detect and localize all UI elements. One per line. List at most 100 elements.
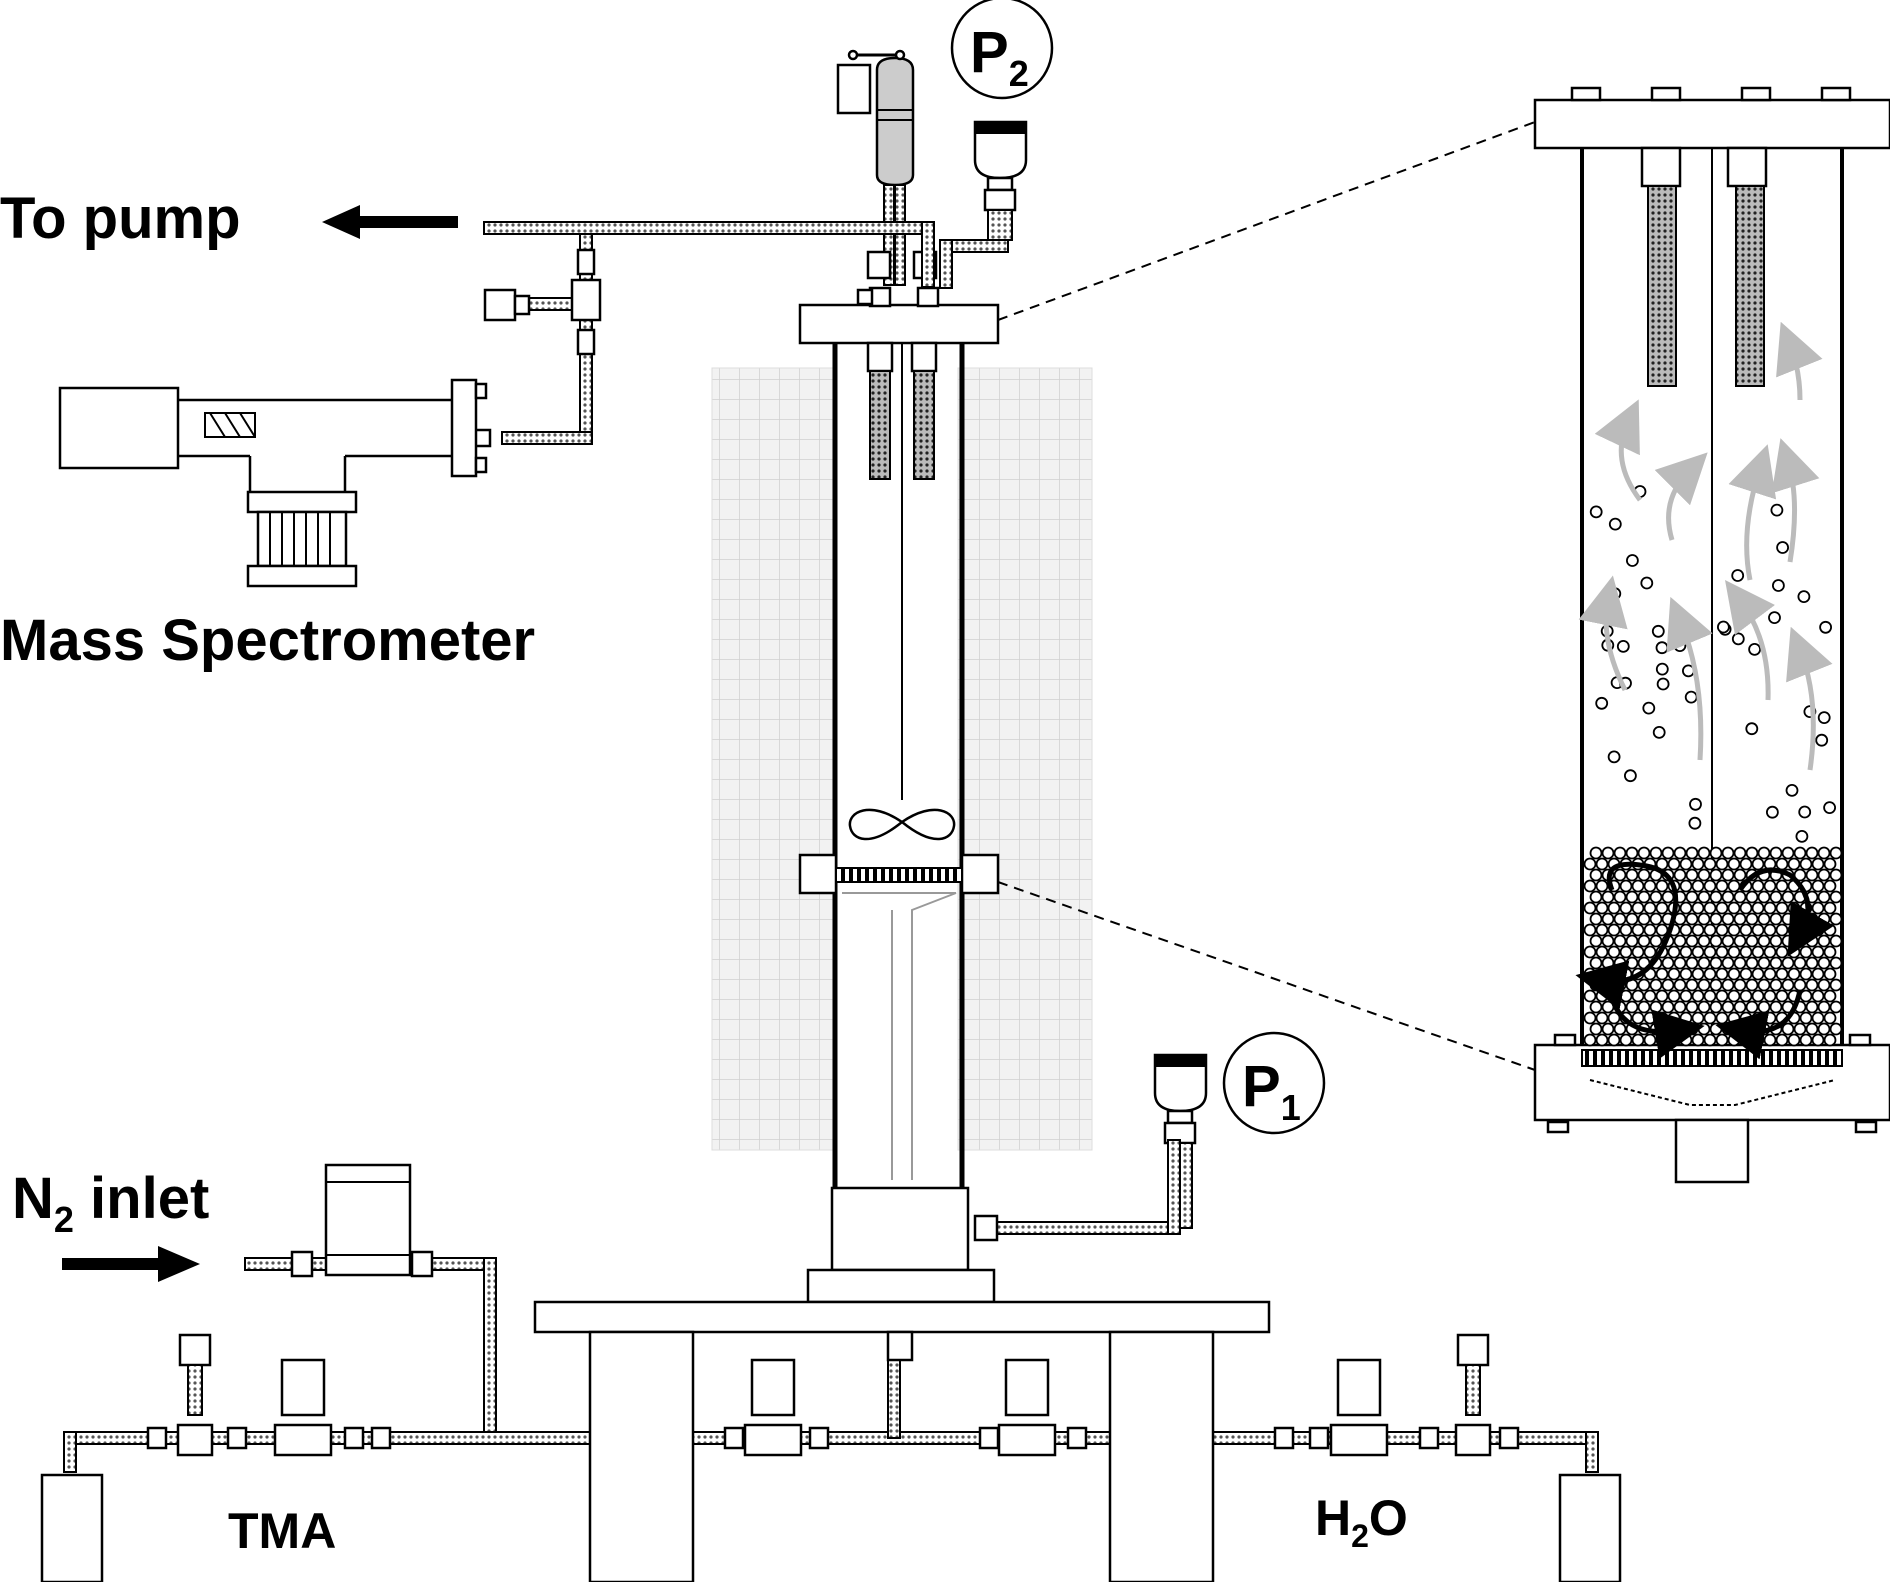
particle [1651, 624, 1665, 638]
particle [1805, 868, 1819, 882]
particle [1595, 923, 1609, 937]
p2-pressure-gauge-icon [973, 120, 1028, 241]
particle [1721, 978, 1735, 992]
particle [1817, 978, 1831, 992]
particle [1595, 989, 1609, 1003]
p1-gauge-label: P1 [1222, 1031, 1326, 1135]
particle [1601, 956, 1615, 970]
particle [1733, 956, 1747, 970]
n2-inlet-sub: 2 [54, 1199, 74, 1240]
particle [1613, 890, 1627, 904]
particle [1763, 1011, 1777, 1025]
particle [1787, 967, 1801, 981]
zoom-line-top [997, 121, 1536, 321]
particle [1616, 640, 1630, 653]
particle [1745, 846, 1759, 860]
particle [1655, 989, 1669, 1003]
particle [1673, 1000, 1687, 1014]
particle [1775, 923, 1789, 937]
particle [1799, 857, 1813, 871]
particle [1829, 890, 1843, 904]
particle [1727, 879, 1741, 893]
particle [1757, 846, 1771, 860]
particle [1655, 879, 1669, 893]
particle [1715, 879, 1729, 893]
particle [1583, 1033, 1597, 1047]
particle [1787, 923, 1801, 937]
circulation-arrows [1575, 861, 1835, 1060]
particle [1829, 1000, 1843, 1014]
particle [1667, 989, 1681, 1003]
particle [1745, 722, 1759, 736]
particle [1589, 846, 1603, 860]
particle [1709, 846, 1723, 860]
particle [1625, 912, 1639, 926]
particle [1721, 1022, 1735, 1036]
particle [1613, 956, 1627, 970]
to-pump-arrow-icon [322, 205, 458, 239]
particle [1649, 978, 1663, 992]
particle [1715, 967, 1729, 981]
particle [1679, 945, 1693, 959]
particle [1829, 934, 1843, 948]
particle [1829, 846, 1843, 860]
particle [1679, 857, 1693, 871]
particle [1823, 945, 1837, 959]
particle [1703, 879, 1717, 893]
particle [1595, 696, 1609, 710]
particle [1721, 956, 1735, 970]
particle [1721, 912, 1735, 926]
particle [1637, 978, 1651, 992]
particle [1685, 1022, 1699, 1036]
n2-inlet-main: N [12, 1166, 54, 1231]
particle [1631, 1011, 1645, 1025]
particle [1793, 956, 1807, 970]
h2o-container [1558, 1473, 1622, 1582]
furnace-left-grid [711, 367, 835, 1151]
particle [1643, 989, 1657, 1003]
particle [1619, 989, 1633, 1003]
particle [1733, 1000, 1747, 1014]
particle [1673, 639, 1687, 652]
particle [1793, 846, 1807, 860]
particle [1601, 846, 1615, 860]
particle [1763, 989, 1777, 1003]
h2o-label: H2O [1315, 1490, 1408, 1554]
particle [1781, 890, 1795, 904]
particle [1795, 830, 1809, 843]
to-pump-label: To pump [0, 186, 241, 251]
particle [1619, 923, 1633, 937]
particle [1583, 901, 1597, 915]
particle [1811, 1011, 1825, 1025]
particle [1798, 805, 1812, 819]
particle [1829, 956, 1843, 970]
particle [1781, 912, 1795, 926]
particle [1721, 1000, 1735, 1014]
particle [1649, 934, 1663, 948]
particle [1589, 956, 1603, 970]
particle [1697, 846, 1711, 860]
needle-valve-icon-right [1454, 1333, 1492, 1457]
particle [1733, 868, 1747, 882]
particle [1673, 846, 1687, 860]
tma-label: TMA [228, 1503, 336, 1559]
particle [1811, 857, 1825, 871]
particle [1823, 923, 1837, 937]
particle [1667, 857, 1681, 871]
particle [1766, 805, 1779, 819]
particle [1589, 1022, 1603, 1036]
particle [1673, 956, 1687, 970]
particle [1691, 945, 1705, 959]
particle [1785, 784, 1799, 797]
particle [1601, 1022, 1615, 1036]
n2-inlet-rest: inlet [74, 1166, 209, 1231]
particle [1595, 945, 1609, 959]
particle [1823, 801, 1836, 814]
particle [1757, 890, 1771, 904]
particle [1673, 868, 1687, 882]
particle [1649, 890, 1663, 904]
particle [1775, 901, 1789, 915]
particle [1709, 978, 1723, 992]
particle [1772, 579, 1785, 592]
